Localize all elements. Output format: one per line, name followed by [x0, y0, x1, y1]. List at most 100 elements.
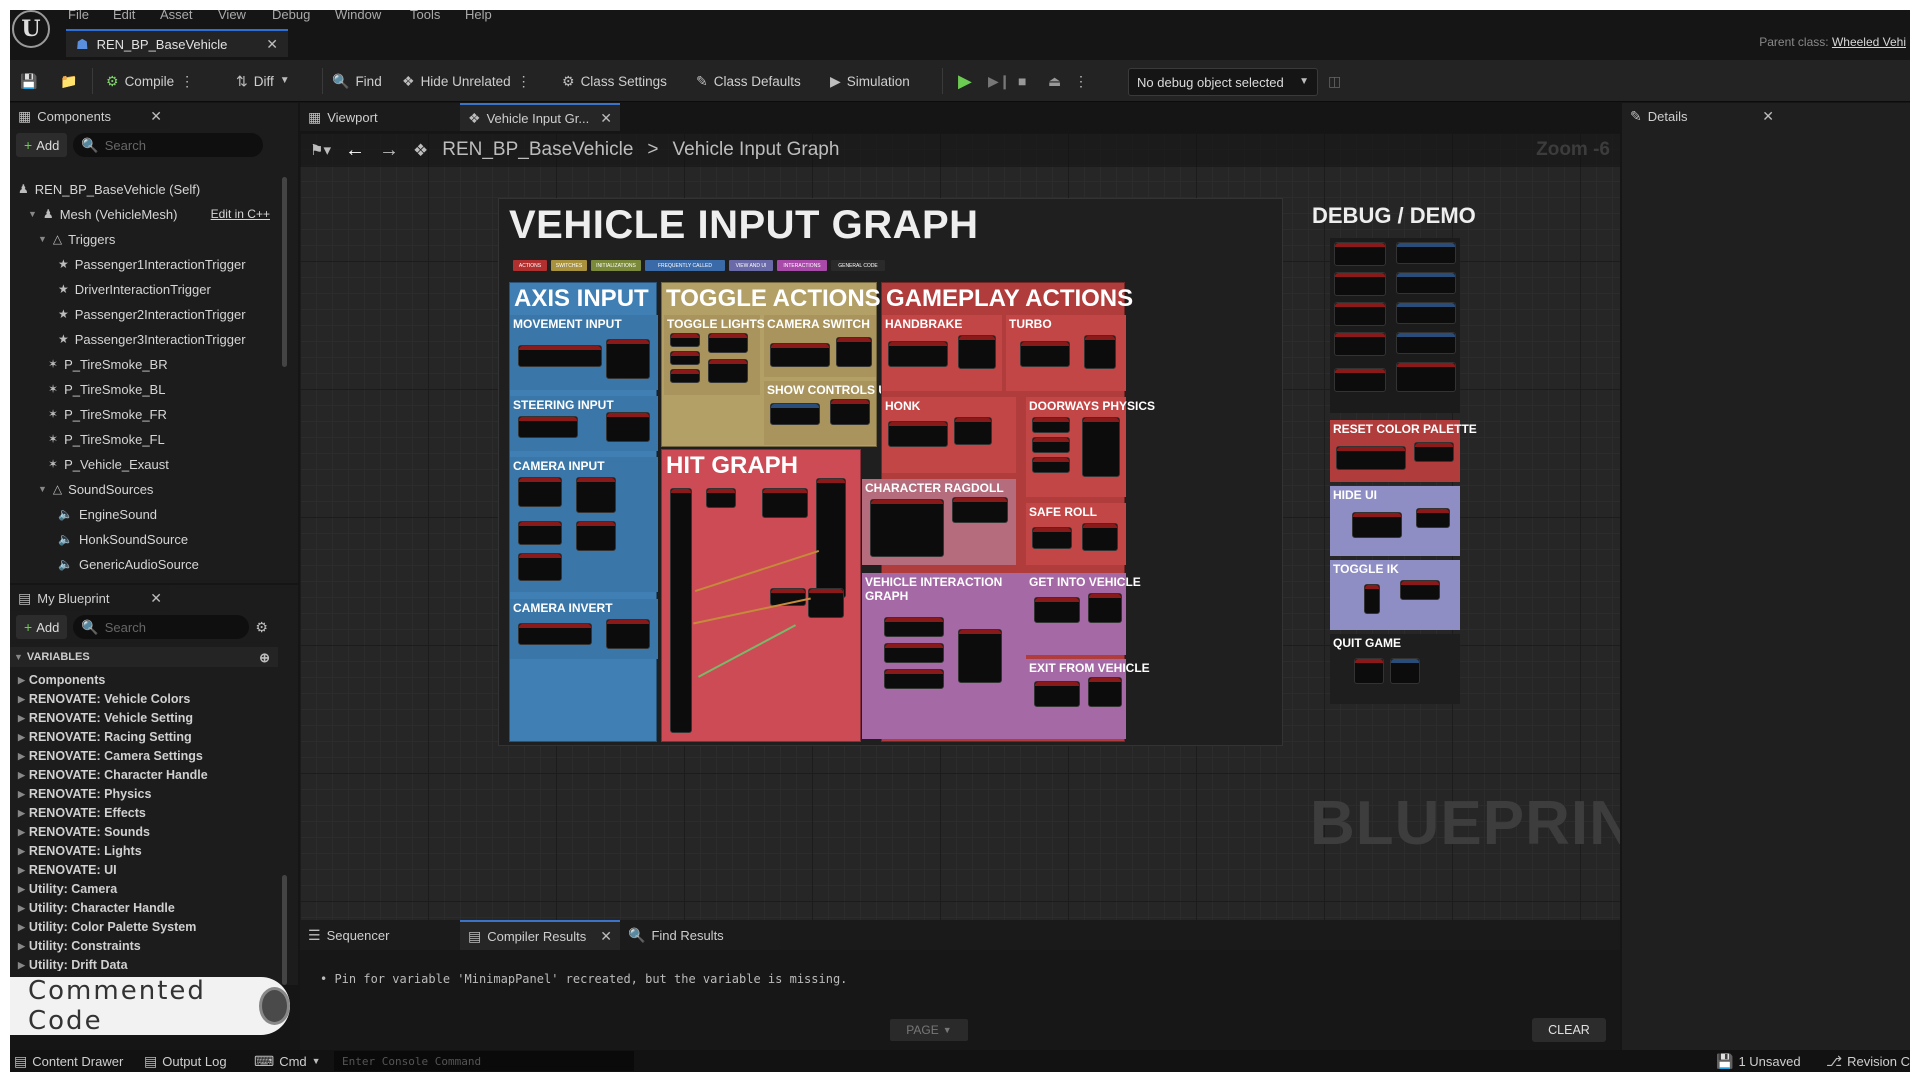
menu-file[interactable]: File: [68, 10, 89, 22]
cmd-select[interactable]: ⌨ Cmd ▼: [254, 1054, 334, 1069]
close-icon[interactable]: ✕: [150, 590, 162, 606]
graph-node[interactable]: [770, 343, 830, 367]
graph-node[interactable]: [830, 399, 870, 425]
my-blueprint-search-input[interactable]: 🔍 Search: [73, 615, 250, 639]
forward-arrow-icon[interactable]: →: [378, 139, 399, 161]
graph-node[interactable]: [670, 369, 700, 383]
subsection-hide-ui[interactable]: HIDE UI: [1330, 486, 1460, 556]
component-item[interactable]: ▼△SoundSources: [10, 477, 278, 501]
clear-button[interactable]: CLEAR: [1532, 1018, 1606, 1042]
subsection-steering-input[interactable]: STEERING INPUT: [510, 396, 658, 451]
graph-node[interactable]: [1020, 341, 1070, 367]
graph-node[interactable]: [708, 359, 748, 383]
graph-node[interactable]: [706, 488, 736, 508]
component-item[interactable]: ✶P_TireSmoke_BR: [10, 352, 278, 376]
variable-category[interactable]: ▶RENOVATE: Character Handle: [18, 766, 208, 784]
graph-node[interactable]: [954, 417, 992, 445]
debug-object-select[interactable]: No debug object selected ▼: [1128, 68, 1318, 96]
breadcrumb-root[interactable]: REN_BP_BaseVehicle: [442, 139, 634, 160]
graph-node[interactable]: [770, 403, 820, 425]
tab-vehicle-input-graph[interactable]: ❖ Vehicle Input Gr... ✕: [460, 103, 620, 131]
graph-node[interactable]: [958, 629, 1002, 683]
graph-node[interactable]: [1400, 580, 1440, 600]
variable-category[interactable]: ▶Utility: Camera: [18, 880, 117, 898]
close-icon[interactable]: ✕: [150, 108, 162, 124]
add-component-button[interactable]: + Add: [16, 133, 68, 157]
menu-window[interactable]: Window: [335, 10, 382, 22]
subsection-camera-switch[interactable]: CAMERA SWITCH: [764, 315, 876, 377]
graph-node[interactable]: [606, 619, 650, 649]
variable-category[interactable]: ▶RENOVATE: Vehicle Colors: [18, 690, 190, 708]
graph-node[interactable]: [606, 412, 650, 442]
gear-icon[interactable]: ⚙: [255, 619, 268, 635]
stop-button[interactable]: ■: [1018, 60, 1026, 102]
component-item[interactable]: ✶P_TireSmoke_FL: [10, 427, 278, 451]
component-item[interactable]: ★Passenger2InteractionTrigger: [10, 302, 278, 326]
graph-node[interactable]: [1334, 242, 1386, 266]
graph-node[interactable]: [884, 617, 944, 637]
content-drawer-button[interactable]: ▤ Content Drawer: [14, 1054, 144, 1069]
close-icon[interactable]: ✕: [266, 36, 278, 52]
console-command-input[interactable]: Enter Console Command: [334, 1051, 634, 1071]
variable-category[interactable]: ▶RENOVATE: Effects: [18, 804, 146, 822]
more-options-icon[interactable]: ⋮: [180, 73, 195, 89]
add-variable-icon[interactable]: ⊕: [259, 649, 270, 665]
graph-node[interactable]: [606, 339, 650, 379]
graph-node[interactable]: [518, 477, 562, 507]
play-button[interactable]: ▶: [958, 60, 972, 102]
subsection-get-into-vehicle[interactable]: GET INTO VEHICLE: [1026, 573, 1141, 655]
tab-components[interactable]: ▦ Components ✕: [10, 103, 170, 129]
step-button[interactable]: ▶❙: [988, 60, 1011, 102]
component-item[interactable]: ★Passenger3InteractionTrigger: [10, 327, 278, 351]
variable-category[interactable]: ▶Utility: Drift Data: [18, 956, 128, 971]
add-member-button[interactable]: + Add: [16, 615, 68, 639]
menu-edit[interactable]: Edit: [113, 10, 136, 22]
variable-category[interactable]: ▶RENOVATE: Sounds: [18, 823, 150, 841]
component-item[interactable]: ✶P_TireSmoke_FR: [10, 402, 278, 426]
subsection-show-controls-ui[interactable]: SHOW CONTROLS UI: [764, 381, 890, 445]
graph-node[interactable]: [808, 588, 844, 618]
subsection-toggle-lights[interactable]: TOGGLE LIGHTS: [664, 315, 765, 395]
parent-class-link[interactable]: Wheeled Vehi: [1831, 35, 1906, 49]
more-options-icon[interactable]: ⋮: [516, 73, 531, 89]
browse-button[interactable]: 📁: [60, 60, 77, 102]
graph-node[interactable]: [1396, 302, 1456, 324]
graph-node[interactable]: [762, 488, 808, 518]
graph-node[interactable]: [1390, 658, 1420, 684]
graph-canvas[interactable]: ⚑▾ ← → ❖ REN_BP_BaseVehicle > Vehicle In…: [300, 133, 1620, 920]
subsection-handbrake[interactable]: HANDBRAKE: [882, 315, 1002, 391]
graph-node[interactable]: [1082, 523, 1118, 551]
graph-node[interactable]: [816, 478, 846, 598]
graph-node[interactable]: [708, 333, 748, 353]
graph-node[interactable]: [884, 643, 944, 663]
subsection-vehicle-interaction-graph[interactable]: VEHICLE INTERACTION GRAPH: [862, 573, 1026, 739]
graph-node[interactable]: [1334, 332, 1386, 356]
subsection-toggle-ik[interactable]: TOGGLE IK: [1330, 560, 1460, 630]
graph-node[interactable]: [518, 416, 578, 438]
eject-button[interactable]: ⏏: [1048, 60, 1061, 102]
subsection-reset-color-palette[interactable]: RESET COLOR PALETTE: [1330, 420, 1477, 482]
section-gameplay-actions[interactable]: GAMEPLAY ACTIONS HANDBRAKE TURBO HONK: [862, 282, 1155, 742]
graph-node[interactable]: [1416, 508, 1450, 528]
graph-node[interactable]: [1334, 272, 1386, 296]
variable-category[interactable]: ▶Utility: Color Palette System: [18, 918, 196, 936]
variable-category[interactable]: ▶RENOVATE: Vehicle Setting: [18, 709, 193, 727]
play-options-button[interactable]: ⋮: [1074, 60, 1088, 102]
component-item[interactable]: ★DriverInteractionTrigger: [10, 277, 278, 301]
subsection-doorways-physics[interactable]: DOORWAYS PHYSICS: [1026, 397, 1155, 497]
graph-node[interactable]: [670, 333, 700, 347]
graph-node[interactable]: [958, 335, 996, 369]
simulation-button[interactable]: ▶ Simulation: [830, 60, 910, 102]
variable-category[interactable]: ▶Utility: Constraints: [18, 937, 141, 955]
subsection-quit-game[interactable]: QUIT GAME: [1330, 634, 1460, 704]
graph-node[interactable]: [1034, 681, 1080, 707]
subsection-turbo[interactable]: TURBO: [1006, 315, 1126, 391]
graph-node[interactable]: [1414, 442, 1454, 462]
component-item[interactable]: 🔈GenericAudioSource: [10, 552, 278, 576]
close-icon[interactable]: ✕: [600, 110, 612, 126]
graph-node[interactable]: [1088, 593, 1122, 623]
graph-node[interactable]: [1034, 597, 1080, 623]
menu-asset[interactable]: Asset: [160, 10, 193, 22]
graph-node[interactable]: [1352, 512, 1402, 538]
